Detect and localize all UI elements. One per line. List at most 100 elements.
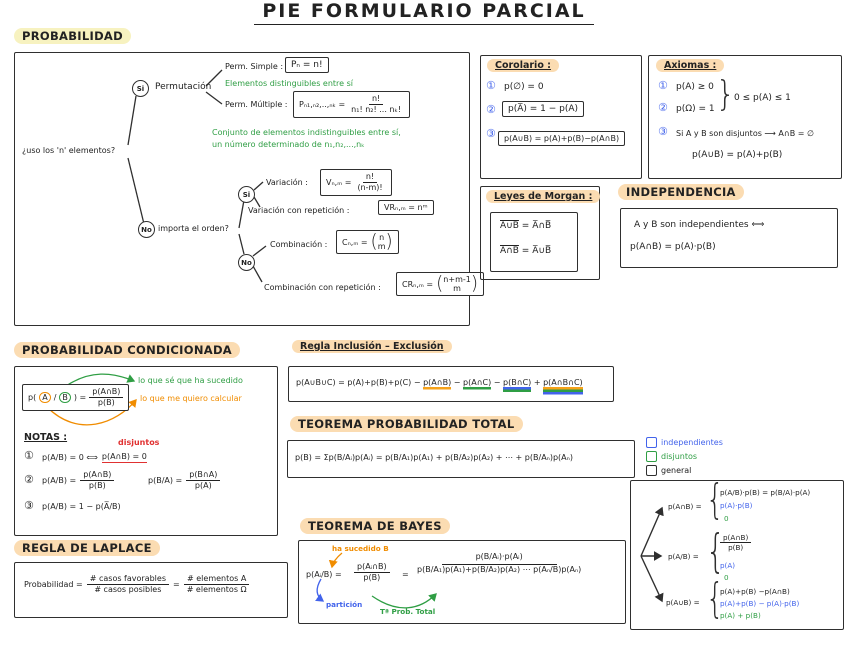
legend-label: disjuntos — [661, 452, 698, 461]
bayes-lhs: p(Aᵢ/B) = — [306, 570, 342, 579]
variacion-fraction: n! (n-m)! — [354, 172, 385, 193]
tree-no-badge: No — [138, 221, 155, 238]
nota1-formula: p(A/B) = 0 ⟺ p(A∩B) = 0 — [42, 452, 147, 463]
inclusion-formula: p(A∪B∪C) = p(A)+p(B)+p(C) − p(A∩B) − p(A… — [296, 378, 583, 387]
resumen-brace-1 — [706, 480, 724, 521]
variacion-denominator: (n-m)! — [357, 183, 383, 192]
resumen-node2-num: p(A∩B) — [720, 533, 752, 543]
equals-sign: = — [402, 570, 409, 579]
black-square-icon — [646, 465, 657, 476]
resumen-node1-indep: p(A)·p(B) — [720, 501, 753, 510]
perm-simple-formula-box: Pₙ = n! — [285, 57, 329, 73]
independencia-header: INDEPENDENCIA — [618, 184, 744, 200]
axiomas-f2: p(Ω) = 1 — [676, 104, 715, 114]
plus: + — [531, 378, 544, 387]
morgan-inner-box — [490, 212, 578, 272]
variacion-lhs: Vₙ,ₘ = — [326, 178, 352, 187]
condicionada-header: PROBABILIDAD CONDICIONADA — [14, 342, 241, 358]
tree-root-question: ¿uso los 'n' elementos? — [22, 146, 116, 155]
order-no-badge: No — [238, 254, 255, 271]
circled-3: ③ — [486, 127, 496, 140]
circled-1: ① — [658, 79, 668, 92]
note-indistinguibles-2: un número determinado de n₁,n₂,...,nₖ — [212, 140, 365, 149]
combinacion-lhs: Cₙ,ₘ = — [342, 237, 368, 247]
tree-permutacion-label: Permutación — [155, 82, 212, 92]
total-box — [287, 440, 635, 478]
laplace-f1-den: # casos posibles — [94, 585, 162, 594]
legend-label: independientes — [661, 438, 723, 447]
nota2-numerator: p(A∩B) — [80, 470, 115, 481]
nota1-part2: p(A∩B) = 0 — [101, 452, 147, 463]
axiomas-f1: p(A) ≥ 0 — [676, 82, 714, 92]
inclusion-part1: p(A∪B∪C) = p(A)+p(B)+p(C) − — [296, 378, 424, 387]
circled-3: ③ — [658, 125, 668, 138]
minus: − — [491, 378, 504, 387]
combinacion-rep-lhs: CRₙ,ₘ = — [402, 279, 434, 289]
variacion-formula-box: Vₙ,ₘ = n! (n-m)! — [320, 169, 392, 196]
nota2-formula-a: p(A/B) = p(A∩B) p(B) — [42, 470, 115, 491]
nota3-formula: p(A/B) = 1 − p(A̅/B) — [42, 502, 121, 511]
cond-note-green: lo que sé que ha sucedido — [138, 376, 243, 385]
morgan-header: Leyes de Morgan : — [486, 190, 601, 203]
morgan-law-2: A∩B = A̅∪B̅ — [500, 246, 551, 256]
nota2-denominator2: p(A) — [194, 481, 212, 490]
cond-lhs-p: p( — [28, 393, 37, 402]
circled-2: ② — [24, 473, 34, 486]
laplace-formula: Probabilidad = # casos favorables # caso… — [24, 574, 250, 595]
probabilidad-box — [14, 52, 470, 326]
perm-simple-label: Perm. Simple : — [225, 62, 284, 71]
variacion-rep-formula-box: VRₙ,ₘ = nᵐ — [378, 200, 434, 215]
resumen-node3-lhs: p(A∪B) = — [666, 598, 700, 607]
paren-left — [436, 276, 443, 292]
legend-disjuntos: disjuntos — [646, 451, 697, 462]
perm-simple-formula: Pₙ = n! — [291, 60, 323, 70]
corolario-f2: p(A̅) = 1 − p(A) — [508, 104, 579, 114]
bayes-header: TEOREMA DE BAYES — [300, 518, 450, 534]
nota2-formula-b: p(B/A) = p(B∩A) p(A) — [148, 470, 221, 491]
resumen-node2-indep: p(A) — [720, 561, 736, 570]
condicionada-box — [14, 366, 278, 536]
tree-order-question: importa el orden? — [158, 224, 229, 233]
binomial-bottom: m — [377, 242, 386, 252]
laplace-header: REGLA DE LAPLACE — [14, 540, 160, 556]
note-distinguibles: Elementos distinguibles entre sí — [225, 79, 354, 88]
bayes-note-orange: ha sucedido B — [332, 544, 389, 553]
cond-slash: / — [53, 393, 57, 402]
perm-multiple-label: Perm. Múltiple : — [225, 100, 288, 109]
nota2-denominator: p(B) — [88, 481, 106, 490]
circled-1: ① — [24, 449, 34, 462]
event-b-circled: B — [59, 392, 71, 403]
blue-square-icon — [646, 437, 657, 448]
morgan-l1-left: A∪B — [500, 221, 519, 231]
resumen-node3-general: p(A)+p(B) −p(A∩B) — [720, 587, 790, 596]
nota2-fraction: p(A∩B) p(B) — [80, 470, 115, 491]
nota2-numerator2: p(B∩A) — [186, 470, 221, 481]
laplace-box — [14, 562, 288, 618]
resumen-node2-disj: 0 — [724, 573, 729, 582]
nota1-disjuntos-label: disjuntos — [118, 438, 160, 447]
axiomas-box — [648, 55, 842, 179]
minus: − — [451, 378, 464, 387]
nota2-fraction2: p(B∩A) p(A) — [186, 470, 221, 491]
resumen-box — [630, 480, 844, 630]
axiomas-range-note: 0 ≤ p(A) ≤ 1 — [734, 93, 791, 103]
resumen-node3-disj: p(A) + p(B) — [720, 611, 761, 620]
equals-sign: = — [172, 580, 180, 589]
independencia-line2: p(A∩B) = p(A)·p(B) — [630, 242, 716, 252]
combinacion-rep-label: Combinación con repetición : — [264, 283, 381, 292]
corolario-f3-box: p(A∪B) = p(A)+p(B)−p(A∩B) — [498, 131, 626, 146]
axiomas-header: Axiomas : — [656, 59, 725, 72]
total-header: TEOREMA PROBABILIDAD TOTAL — [290, 416, 523, 432]
page-title-wrap: PIE FORMULARIO PARCIAL — [0, 0, 848, 25]
event-a-circled: A — [39, 392, 51, 403]
paren-left — [371, 234, 378, 250]
circled-2: ② — [658, 101, 668, 114]
cond-lhs-close: ) = — [73, 393, 87, 402]
axiomas-f3a: Si A y B son disjuntos ⟶ A∩B = ∅ — [676, 129, 815, 138]
corolario-header: Corolario : — [487, 59, 559, 72]
independencia-box — [620, 208, 838, 268]
cond-note-orange: lo que me quiero calcular — [140, 394, 242, 403]
section-probabilidad-label: PROBABILIDAD — [14, 28, 131, 44]
binomial-bottom: m — [453, 284, 461, 294]
